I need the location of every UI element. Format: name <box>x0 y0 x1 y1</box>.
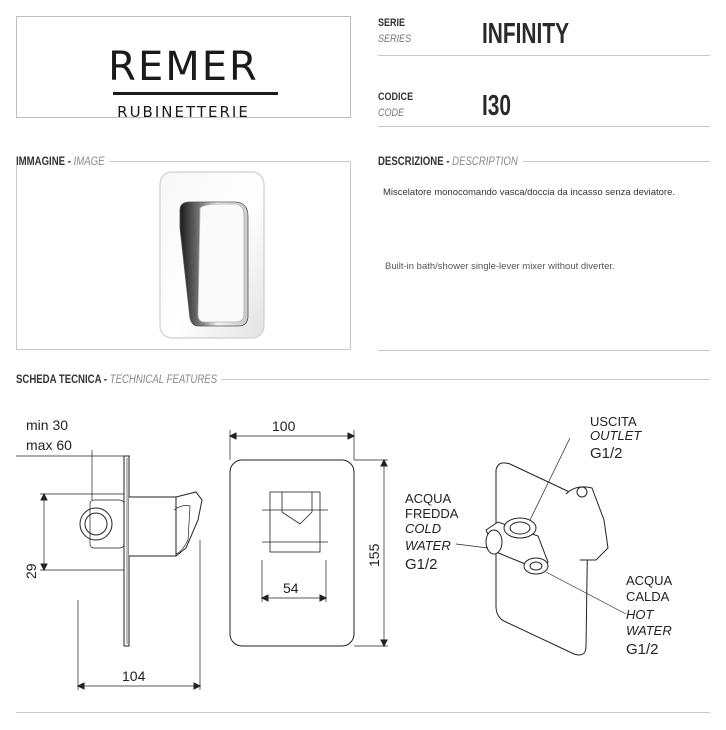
description-section-rule <box>378 161 710 162</box>
technical-section-rule <box>16 379 710 380</box>
image-section-title: IMMAGINE - IMAGE <box>16 154 110 168</box>
cold-size: G1/2 <box>405 556 438 573</box>
brand-name: REMER <box>108 44 259 90</box>
code-label: CODE <box>378 107 405 119</box>
min-depth-label: min 30 <box>26 417 68 433</box>
logo-divider <box>113 92 278 95</box>
width-54-label: 54 <box>283 580 299 596</box>
hot-label-it-1: ACQUA <box>626 573 673 588</box>
max-depth-label: max 60 <box>26 437 72 453</box>
outlet-label-it: USCITA <box>590 414 637 429</box>
width-100-label: 100 <box>272 418 296 434</box>
front-view <box>228 430 388 648</box>
serie-value: INFINITY <box>482 18 570 50</box>
outlet-label-en: OUTLET <box>590 428 642 443</box>
isometric-view <box>455 437 627 656</box>
side-view <box>16 450 203 690</box>
header-divider-bottom <box>378 126 710 127</box>
cold-label-it-1: ACQUA <box>405 491 452 506</box>
height-29-label: 29 <box>23 563 39 579</box>
cold-label-en-2: WATER <box>405 538 451 553</box>
image-section-rule <box>16 161 351 162</box>
hot-label-en-1: HOT <box>626 607 655 622</box>
technical-frame <box>16 379 710 713</box>
description-italian: Miscelatore monocomando vasca/doccia da … <box>383 187 676 198</box>
technical-drawing: min 30 max 60 29 104 100 54 155 <box>16 414 673 690</box>
brand-logo: REMER RUBINETTERIE <box>16 16 351 121</box>
cold-label-it-2: FREDDA <box>405 506 459 521</box>
header-divider <box>378 55 710 56</box>
hot-size: G1/2 <box>626 641 659 658</box>
height-155-label: 155 <box>366 543 382 567</box>
description-section-title: DESCRIZIONE - DESCRIPTION <box>378 154 523 168</box>
outlet-size: G1/2 <box>590 445 623 462</box>
description-frame <box>378 161 710 351</box>
hot-label-en-2: WATER <box>626 623 672 638</box>
hot-label-it-2: CALDA <box>626 589 670 604</box>
cold-label-en-1: COLD <box>405 521 441 536</box>
serie-label: SERIE <box>378 17 406 29</box>
codice-label: CODICE <box>378 91 414 103</box>
image-frame <box>16 161 351 350</box>
series-label: SERIES <box>378 33 412 45</box>
product-image <box>159 171 265 339</box>
width-104-label: 104 <box>122 668 146 684</box>
technical-section-title: SCHEDA TECNICA - TECHNICAL FEATURES <box>16 372 222 386</box>
code-value: I30 <box>482 90 512 122</box>
description-english: Built-in bath/shower single-lever mixer … <box>385 261 615 272</box>
brand-logo-box <box>16 16 351 118</box>
brand-subtitle: RUBINETTERIE <box>117 103 250 121</box>
